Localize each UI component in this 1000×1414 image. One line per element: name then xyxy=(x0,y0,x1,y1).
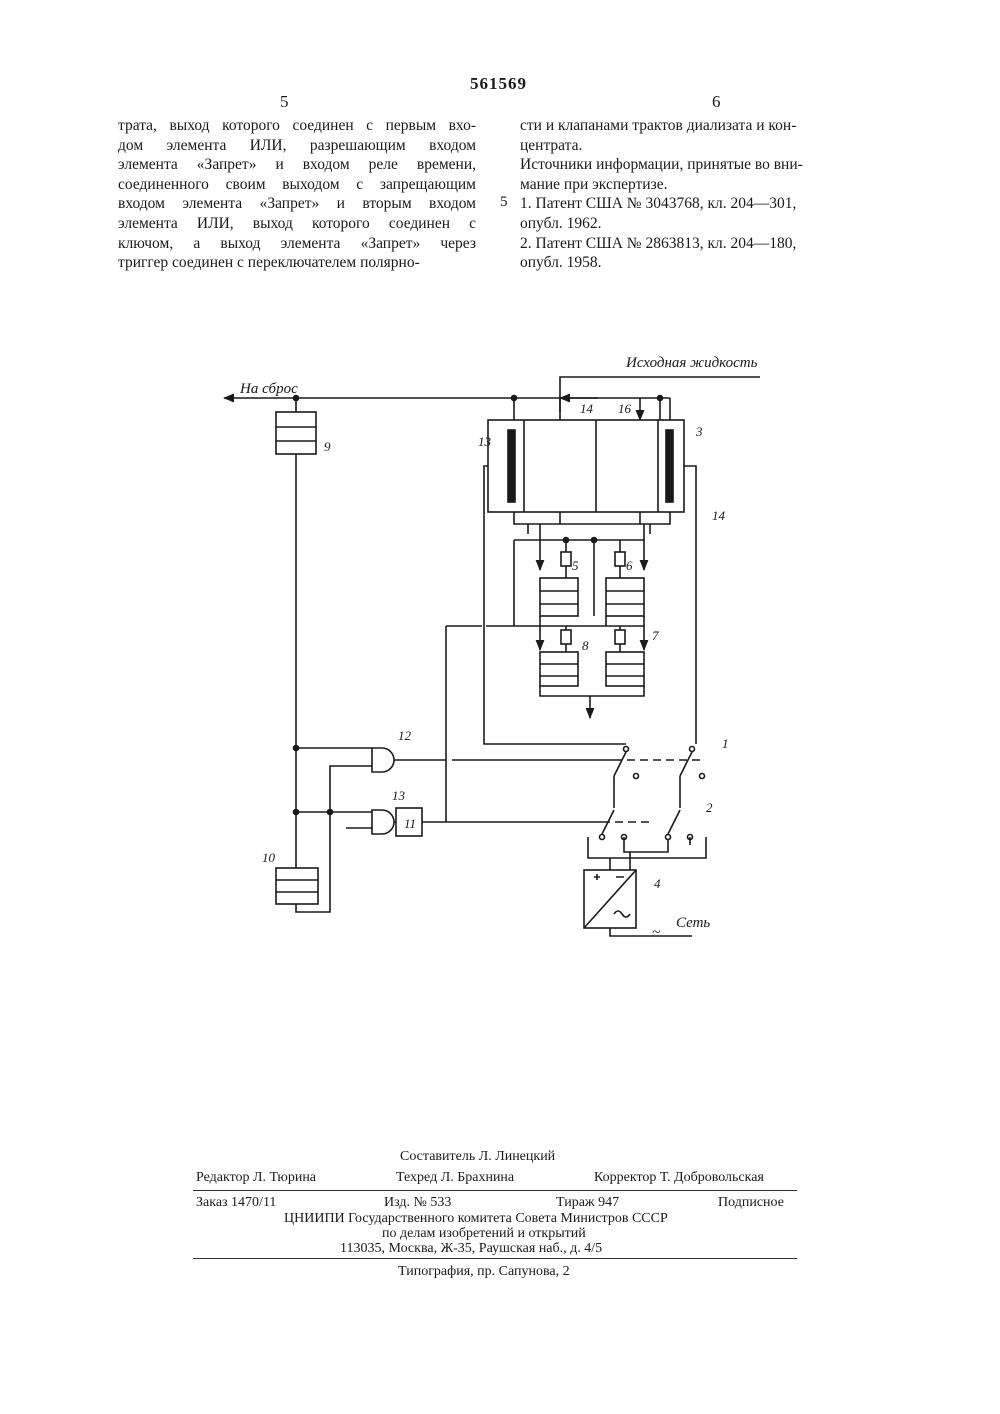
org-line-2: по делам изобретений и открытий xyxy=(382,1226,586,1242)
switch-1-left xyxy=(614,752,626,776)
or-element-12 xyxy=(372,748,394,772)
valve-7 xyxy=(606,652,644,686)
resistor-8 xyxy=(561,630,571,644)
ref-13: 13 xyxy=(392,788,406,803)
footer-divider-top xyxy=(193,1190,797,1191)
label-to-drain: На сброс xyxy=(239,381,298,397)
subscription: Подписное xyxy=(718,1195,784,1211)
tilde-symbol: ~ xyxy=(652,925,660,941)
switch-2-right xyxy=(668,810,680,834)
ref-2: 2 xyxy=(706,800,713,815)
ref-7: 7 xyxy=(652,628,659,643)
valve-8 xyxy=(540,652,578,686)
ref-16: 16 xyxy=(618,401,632,416)
electrode-14-left xyxy=(508,430,515,502)
label-source-liquid: Исходная жидкость xyxy=(625,355,758,371)
order-number: Заказ 1470/11 xyxy=(196,1195,276,1211)
ref-9: 9 xyxy=(324,439,331,454)
compiler-line: Составитель Л. Линецкий xyxy=(400,1149,555,1165)
editor-line: Редактор Л. Тюрина xyxy=(196,1170,316,1186)
org-line-1: ЦНИИПИ Государственного комитета Совета … xyxy=(284,1211,668,1227)
ref-15: 14 xyxy=(580,401,594,416)
ref-3: 3 xyxy=(695,424,703,439)
valve-5 xyxy=(540,578,578,616)
resistor-7 xyxy=(615,630,625,644)
ref-5: 5 xyxy=(572,558,579,573)
ref-14-right: 14 xyxy=(712,508,726,523)
resistor-5 xyxy=(561,552,571,566)
prohibit-element-13 xyxy=(372,810,394,834)
corrector-line: Корректор Т. Добровольская xyxy=(594,1170,764,1186)
switch-1-right xyxy=(680,752,692,776)
address-line: 113035, Москва, Ж-35, Раушская наб., д. … xyxy=(340,1241,602,1257)
ref-11: 11 xyxy=(404,816,416,831)
ref-8: 8 xyxy=(582,638,589,653)
techred-line: Техред Л. Брахнина xyxy=(396,1170,514,1186)
footer-divider-bottom xyxy=(193,1258,797,1259)
ref-10: 10 xyxy=(262,850,276,865)
ref-14-left: 13 xyxy=(478,434,492,449)
valve-6 xyxy=(606,578,644,616)
ref-1: 1 xyxy=(722,736,729,751)
element-9 xyxy=(276,412,316,454)
ref-4: 4 xyxy=(654,876,661,891)
circulation: Тираж 947 xyxy=(556,1195,619,1211)
printer-line: Типография, пр. Сапунова, 2 xyxy=(398,1264,570,1280)
ref-12: 12 xyxy=(398,728,412,743)
resistor-6 xyxy=(615,552,625,566)
label-mains: Сеть xyxy=(676,915,710,931)
dialyzer-3 xyxy=(488,420,684,512)
timer-relay-10 xyxy=(276,868,318,904)
electrode-14-right xyxy=(666,430,673,502)
edition-number: Изд. № 533 xyxy=(384,1195,451,1211)
ref-6: 6 xyxy=(626,558,633,573)
